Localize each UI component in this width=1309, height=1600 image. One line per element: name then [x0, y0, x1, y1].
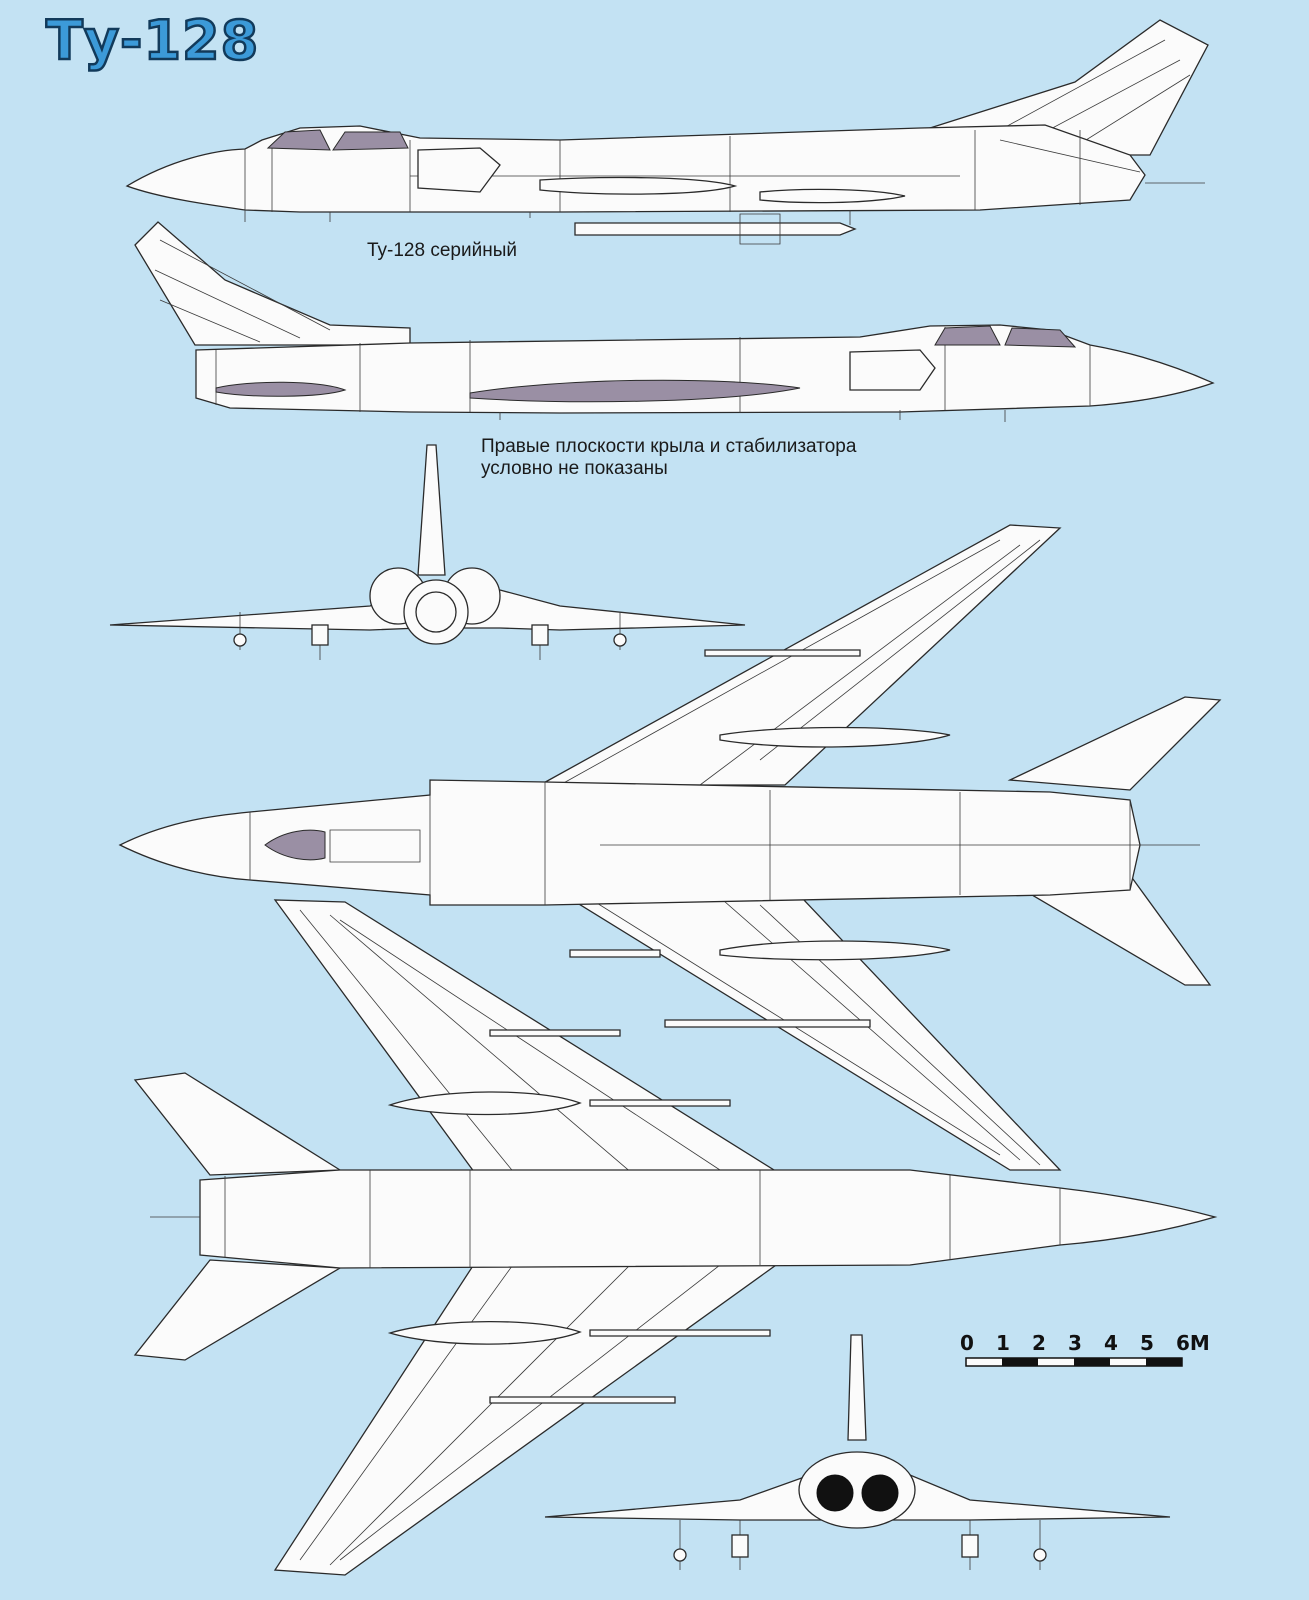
caption-note: Правые плоскости крыла и стабилизатора у… — [481, 436, 856, 480]
caption-serial: Ту-128 серийный — [367, 240, 517, 261]
scale-label-6: 6М — [1176, 1331, 1210, 1355]
side-view-right — [134, 221, 1215, 422]
top-view — [118, 524, 1222, 1171]
bottom-view — [133, 899, 1218, 1576]
scale-label-3: 3 — [1068, 1331, 1082, 1355]
scale-label-1: 1 — [996, 1331, 1010, 1355]
rear-view — [544, 1334, 1171, 1570]
scale-label-4: 4 — [1104, 1331, 1118, 1355]
caption-note-line-2: условно не показаны — [481, 458, 668, 479]
caption-note-line-1: Правые плоскости крыла и стабилизатора — [481, 436, 857, 457]
scale-label-0: 0 — [960, 1331, 974, 1355]
scale-label-5: 5 — [1140, 1331, 1154, 1355]
front-view — [109, 444, 746, 660]
scale-bar — [965, 1357, 1183, 1367]
page-title: Ту-128 — [45, 9, 260, 72]
side-view-left — [125, 19, 1209, 245]
scale-label-2: 2 — [1032, 1331, 1046, 1355]
